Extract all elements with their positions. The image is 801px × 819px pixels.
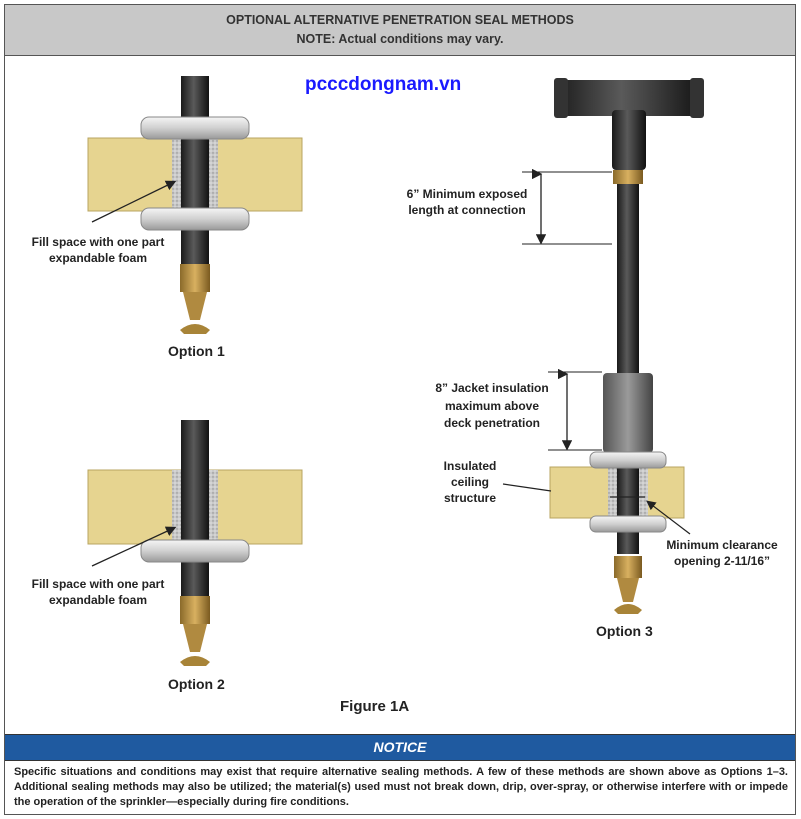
option3-tee-left-cap (554, 78, 568, 118)
option2-callout-line1: Fill space with one part (31, 577, 165, 591)
option3-bottom-ring (589, 515, 667, 533)
header-bar: OPTIONAL ALTERNATIVE PENETRATION SEAL ME… (5, 5, 795, 56)
option3-jacket-line3: deck penetration (443, 416, 541, 430)
option2-sprinkler-deflector (180, 656, 210, 666)
option2-sprinkler-frame (183, 624, 207, 652)
option3-ceiling-line1: Insulated (443, 459, 497, 473)
header-title: OPTIONAL ALTERNATIVE PENETRATION SEAL ME… (226, 13, 574, 27)
option3-exposed-callout: 6” Minimum exposed length at connection (394, 186, 540, 218)
option1-sprinkler-frame (183, 292, 207, 320)
option2-bottom-ring (140, 539, 250, 563)
option2-pipe (181, 420, 209, 605)
option1-callout-line2: expandable foam (48, 251, 148, 265)
option3-tee-header (554, 80, 704, 116)
option2-sprinkler-body (180, 596, 210, 624)
option3-assembly (502, 78, 704, 614)
option1-callout: Fill space with one part expandable foam (20, 234, 176, 266)
option3-tee-right-cap (690, 78, 704, 118)
option2-callout-line (91, 526, 177, 567)
option3-pipe-in-ceiling (617, 467, 639, 518)
option3-clearance-line2: opening 2-11/16” (673, 554, 771, 568)
option2-assembly (87, 420, 303, 666)
header-note: NOTE: Actual conditions may vary. (296, 32, 504, 46)
watermark-text: pcccdongnam.vn (305, 74, 462, 95)
option2-callout: Fill space with one part expandable foam (20, 576, 176, 608)
option1-callout-line1: Fill space with one part (31, 235, 165, 249)
option3-tee-branch (612, 110, 646, 170)
option3-clearance-callout: Minimum clearance opening 2-11/16” (654, 537, 790, 569)
option1-callout-line (91, 180, 177, 223)
option3-ceiling-line2: ceiling (450, 475, 489, 489)
option3-sprinkler-frame (617, 578, 639, 602)
option2-label: Option 2 (168, 676, 225, 692)
option3-exposed-line2: length at connection (408, 203, 526, 217)
option3-ceiling-callout: Insulated ceiling structure (430, 458, 510, 506)
option3-clearance-line1: Minimum clearance (666, 538, 778, 552)
option3-top-ring (589, 451, 667, 469)
option3-jacket-callout: 8” Jacket insulation maximum above deck … (424, 380, 560, 433)
option1-bottom-ring (140, 207, 250, 231)
option3-adapter (613, 170, 643, 184)
figure-caption: Figure 1A (340, 698, 410, 715)
option1-sprinkler-body (180, 264, 210, 292)
notice-title: NOTICE (5, 734, 795, 761)
option3-sprinkler-body (614, 556, 642, 578)
option3-ceiling-callout-line (502, 483, 552, 492)
option3-exposed-line1: 6” Minimum exposed (406, 187, 528, 201)
option1-pipe (181, 76, 209, 276)
option1-top-ring (140, 116, 250, 140)
option3-clearance-callout-line (646, 500, 691, 535)
option3-ceiling-line3: structure (443, 491, 496, 505)
option3-jacket-line2: maximum above (444, 398, 540, 413)
option3-jacket-line1: 8” Jacket insulation (435, 381, 549, 395)
option1-sprinkler-deflector (180, 324, 210, 334)
option3-jacket-insulation (603, 373, 653, 453)
option1-assembly (87, 76, 303, 334)
figure-frame (4, 4, 796, 815)
option1-label: Option 1 (168, 343, 225, 359)
option3-label: Option 3 (596, 623, 653, 639)
option3-sprinkler-deflector (614, 604, 642, 614)
notice-body: Specific situations and conditions may e… (14, 766, 788, 808)
option2-callout-line2: expandable foam (48, 593, 148, 607)
